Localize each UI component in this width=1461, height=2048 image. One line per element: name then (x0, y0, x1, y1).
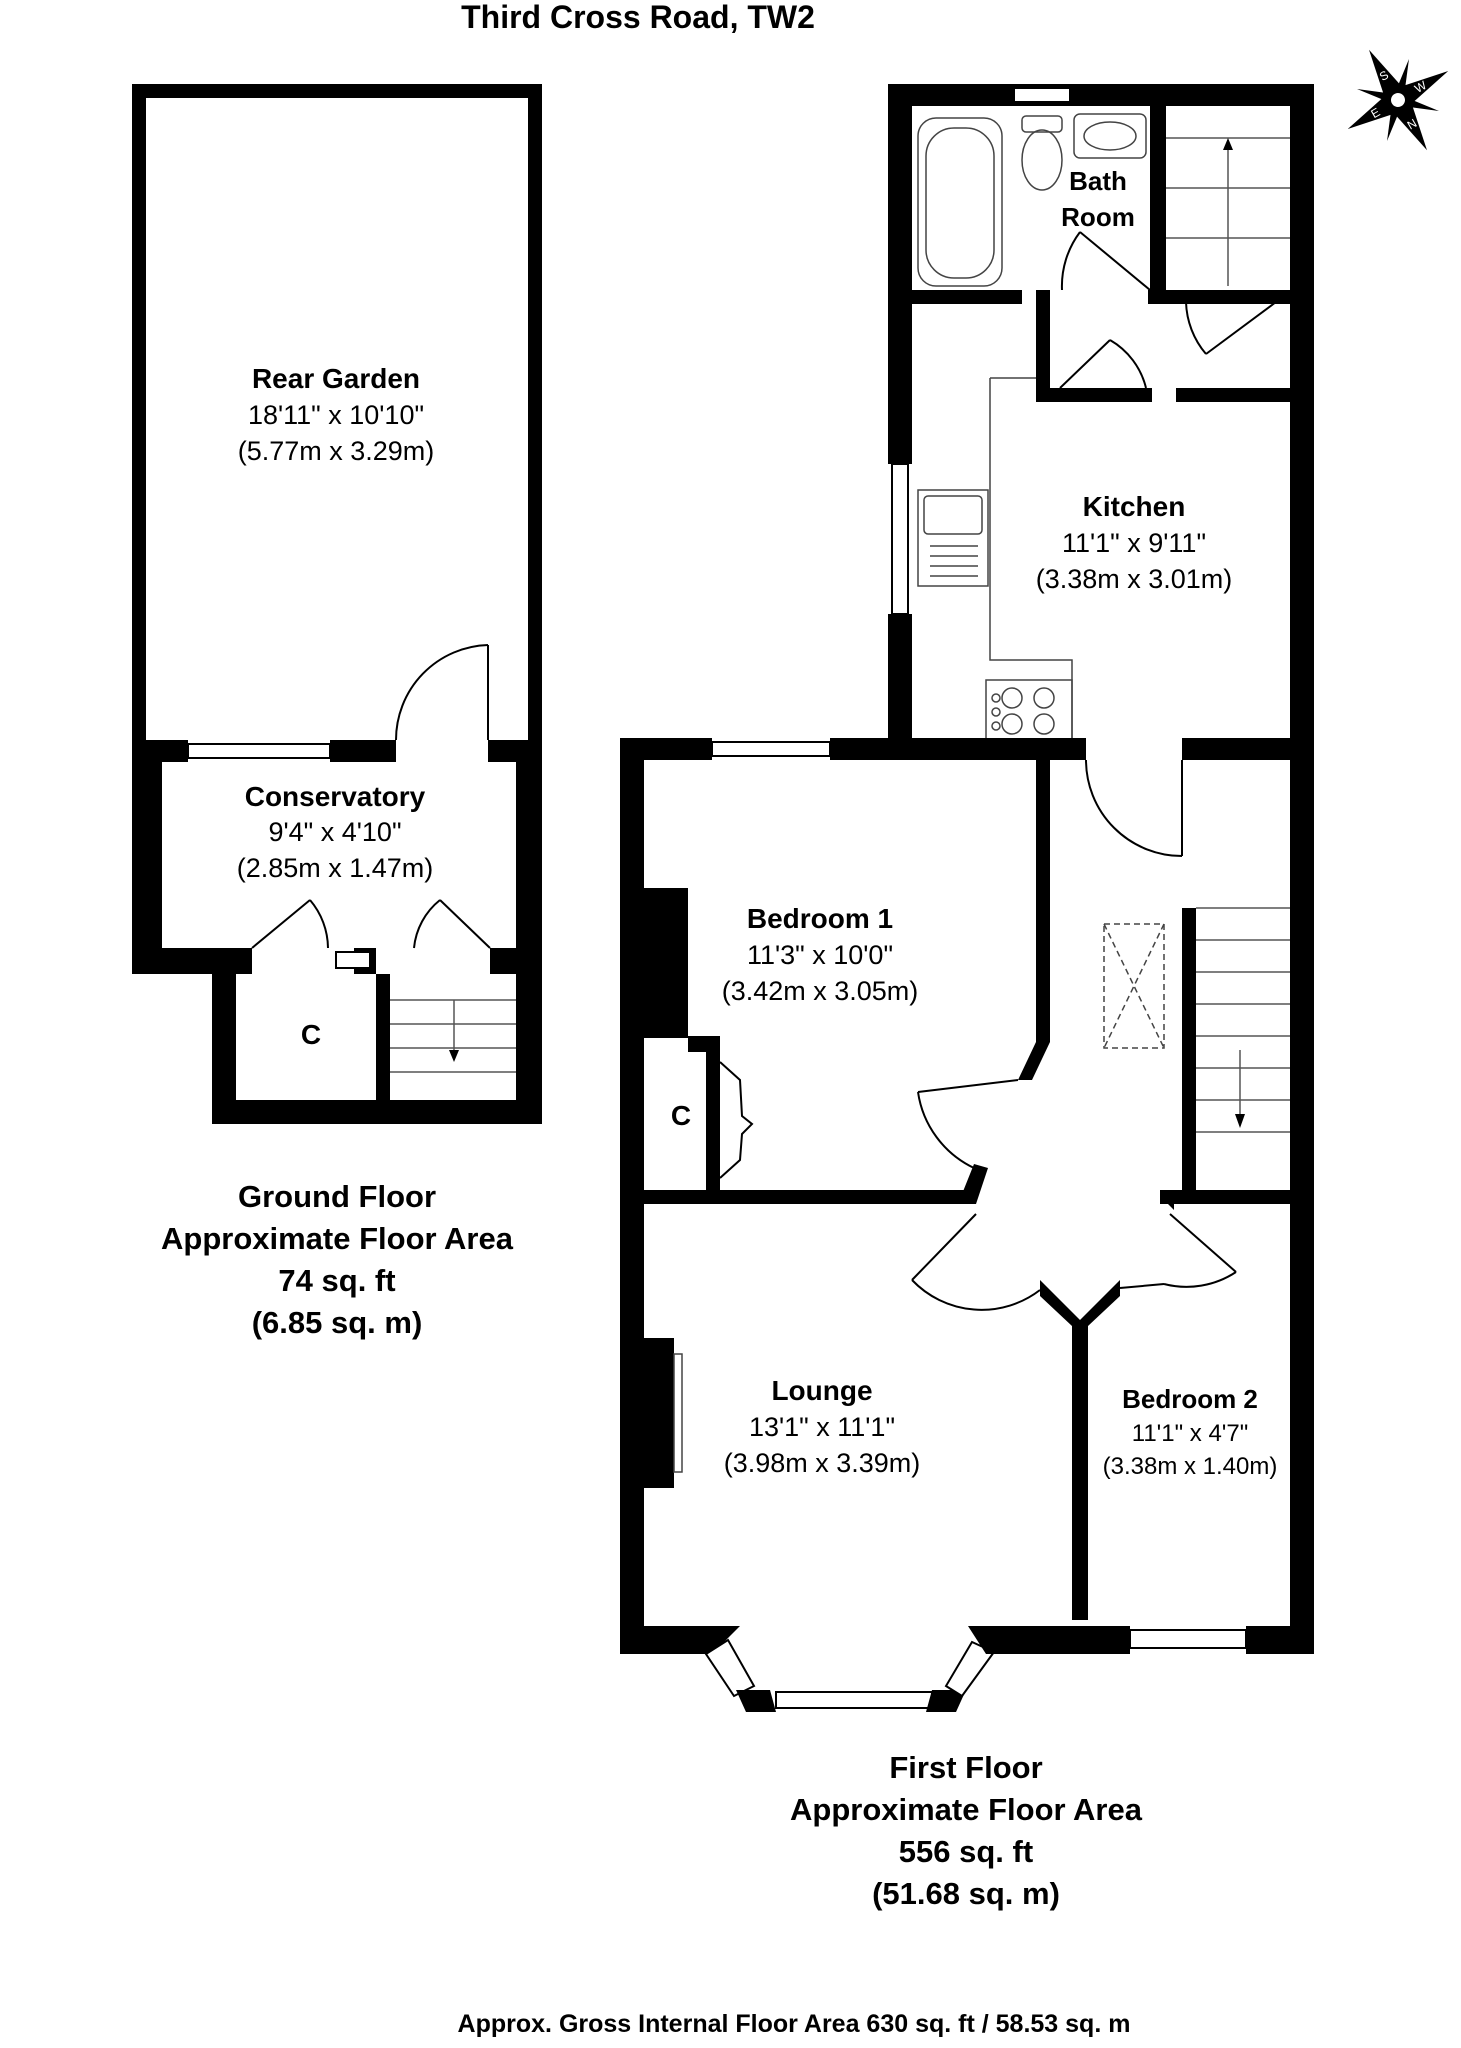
conservatory-dim-metric: (2.85m x 1.47m) (237, 853, 434, 883)
bathroom-name-line1: Bath (1069, 166, 1127, 196)
cupboard-ground-label: C (301, 1019, 321, 1050)
conservatory-dim-imperial: 9'4" x 4'10" (268, 817, 401, 847)
compass-rose-icon: S W E N (1347, 49, 1449, 151)
lounge-dim-metric: (3.98m x 3.39m) (724, 1448, 921, 1478)
gross-area-footer: Approx. Gross Internal Floor Area 630 sq… (458, 2010, 1131, 2038)
conservatory-name: Conservatory (245, 781, 426, 812)
bedroom1-dim-imperial: 11'3" x 10'0" (747, 940, 893, 970)
bathroom-name-line2: Room (1061, 202, 1135, 232)
page-title: Third Cross Road, TW2 (461, 0, 815, 35)
bedroom1-dim-metric: (3.42m x 3.05m) (722, 976, 919, 1006)
cupboard-first-label: C (671, 1100, 691, 1131)
rear-garden-name: Rear Garden (252, 363, 420, 394)
kitchen-dim-metric: (3.38m x 3.01m) (1036, 564, 1233, 594)
bedroom1-name: Bedroom 1 (747, 903, 893, 934)
bedroom2-window (1129, 1629, 1247, 1649)
ground-floor-label: Ground Floor (238, 1179, 436, 1214)
bedroom2-dim-imperial: 11'1" x 4'7" (1132, 1420, 1249, 1447)
first-floor-plan (620, 84, 1314, 1712)
lounge-dim-imperial: 13'1" x 11'1" (749, 1412, 895, 1442)
ground-floor-plan (132, 84, 542, 1124)
kitchen-dim-imperial: 11'1" x 9'11" (1062, 528, 1206, 558)
bedroom2-name: Bedroom 2 (1122, 1384, 1258, 1414)
bay-window-left (704, 1638, 756, 1698)
ground-floor-area-label: Approximate Floor Area (161, 1221, 514, 1256)
rear-garden-dim-metric: (5.77m x 3.29m) (238, 436, 435, 466)
first-floor-area-label: Approximate Floor Area (790, 1792, 1143, 1827)
first-floor-label: First Floor (889, 1750, 1042, 1785)
bay-window-center (775, 1691, 933, 1709)
lounge-name: Lounge (771, 1375, 872, 1406)
kitchen-name: Kitchen (1083, 491, 1186, 522)
rear-garden-dim-imperial: 18'11" x 10'10" (248, 400, 424, 430)
first-floor-area-sqm: (51.68 sq. m) (872, 1876, 1060, 1911)
bay-window-right (944, 1640, 996, 1698)
kitchen-window (891, 463, 909, 615)
ground-floor-area-sqft: 74 sq. ft (278, 1263, 395, 1298)
conservatory-window (187, 743, 331, 759)
first-floor-area-sqft: 556 sq. ft (899, 1834, 1033, 1869)
ground-floor-area-sqm: (6.85 sq. m) (252, 1305, 423, 1340)
bedroom2-dim-metric: (3.38m x 1.40m) (1103, 1453, 1278, 1480)
bedroom1-window (711, 741, 831, 757)
